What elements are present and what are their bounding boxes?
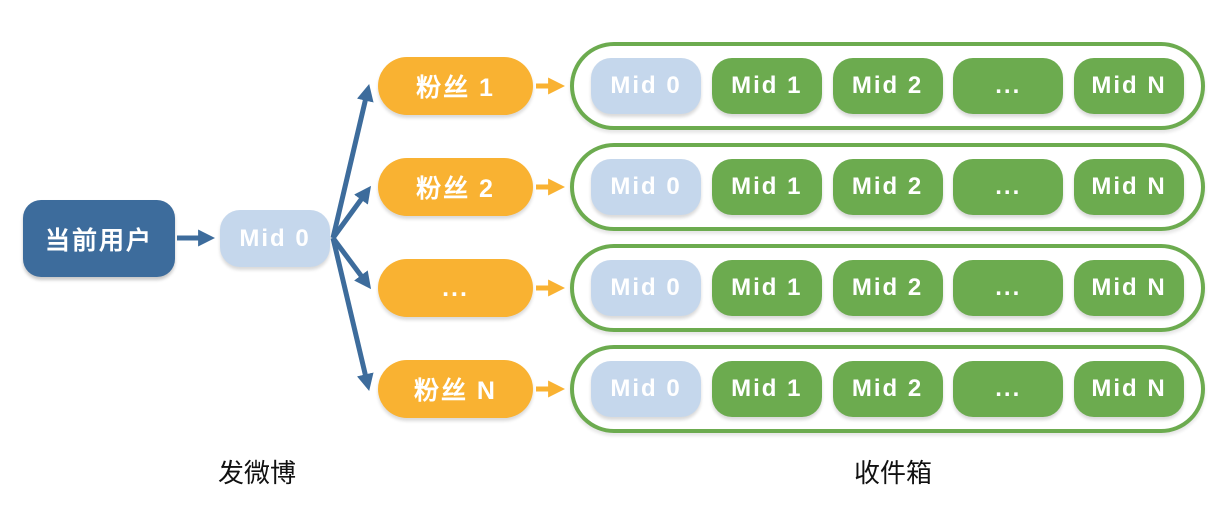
inbox-pill-fanout: Mid 2: [832, 58, 943, 114]
fan-node-0: 粉丝 1: [378, 57, 533, 115]
fan-node-3: 粉丝 N: [378, 360, 533, 418]
arrow-mid0-to-fan-0: [330, 84, 374, 239]
inbox-pill-fanout: Mid 1: [711, 58, 822, 114]
fan-node-1: 粉丝 2: [378, 158, 533, 216]
inbox-pill-self: Mid 0: [591, 159, 701, 215]
inbox-pill-fanout: Mid N: [1074, 58, 1184, 114]
inbox-pill-fanout: Mid 1: [711, 260, 822, 316]
inbox-pill-self: Mid 0: [591, 58, 701, 114]
arrow-mid0-to-fan-1: [330, 185, 372, 240]
fan-node-2: ...: [378, 259, 533, 317]
arrow-mid0-to-fan-3: [330, 237, 374, 391]
inbox-pill-fanout: ...: [953, 260, 1064, 316]
inbox-pill-self: Mid 0: [591, 361, 701, 417]
mid0-box: Mid 0: [220, 210, 330, 267]
inbox-pill-fanout: ...: [953, 159, 1064, 215]
inbox-pill-self: Mid 0: [591, 260, 701, 316]
inbox-pill-fanout: Mid 2: [832, 260, 943, 316]
inbox-pill-fanout: Mid 1: [711, 361, 822, 417]
caption-inbox: 收件箱: [853, 459, 933, 488]
inbox-pill-fanout: Mid 2: [832, 361, 943, 417]
inbox-pill-fanout: ...: [953, 58, 1064, 114]
caption-publish: 发微博: [217, 459, 297, 488]
inbox-pill-fanout: ...: [953, 361, 1064, 417]
inbox-pill-fanout: Mid 2: [832, 159, 943, 215]
inbox-pill-fanout: Mid 1: [711, 159, 822, 215]
inbox-pill-fanout: Mid N: [1074, 260, 1184, 316]
inbox-pill-fanout: Mid N: [1074, 361, 1184, 417]
arrow-mid0-to-fan-2: [330, 236, 372, 290]
inbox-pill-fanout: Mid N: [1074, 159, 1184, 215]
current-user-box: 当前用户: [23, 200, 175, 277]
